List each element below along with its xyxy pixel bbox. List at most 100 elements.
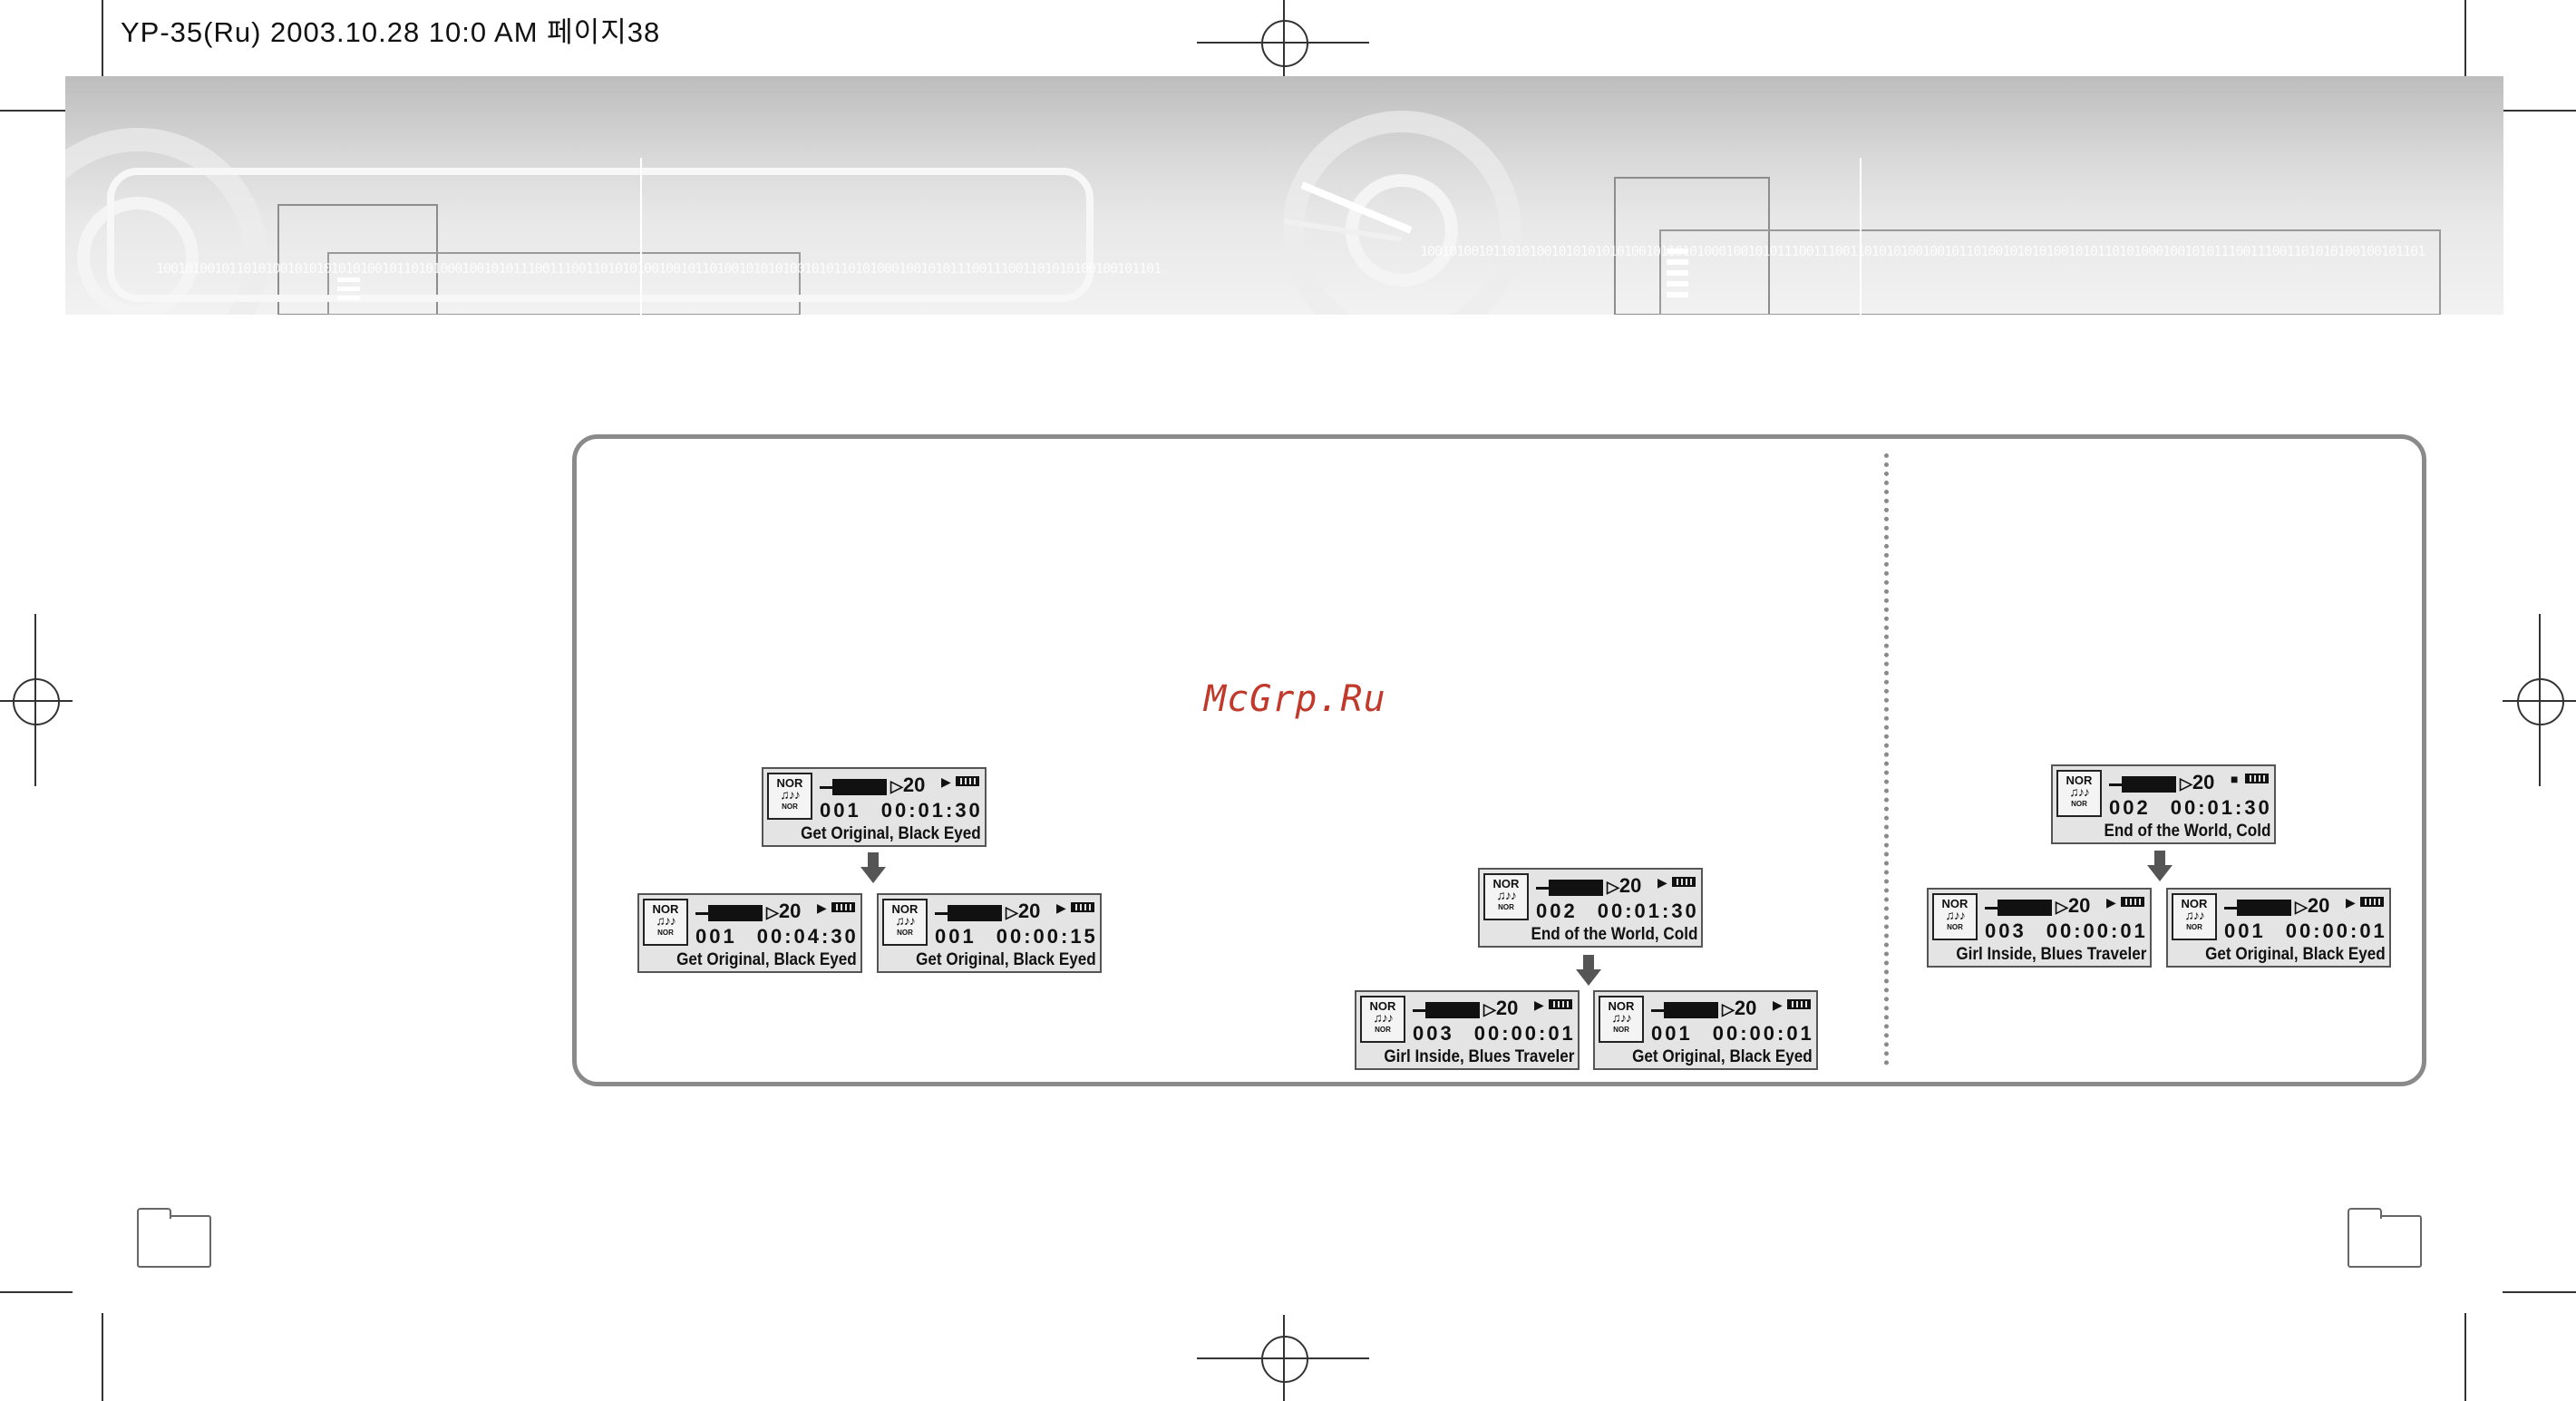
- crop-mark: [0, 1291, 73, 1293]
- music-notes-icon: ♫♪♪: [1373, 1010, 1394, 1025]
- volume-value: 20: [2192, 771, 2215, 793]
- elapsed-time: 00:00:01: [2285, 919, 2387, 942]
- eq-mode-sub: NOR: [1613, 1026, 1629, 1034]
- track-title: End of the World, Cold: [1531, 925, 1697, 944]
- progress-bar: [948, 905, 1002, 921]
- registration-mark: [13, 678, 60, 725]
- registration-mark: [1261, 20, 1308, 67]
- volume-value: 20: [1017, 900, 1041, 922]
- track-number: 003: [1985, 919, 2027, 942]
- play-icon: ▶: [817, 900, 827, 915]
- track-title: Get Original, Black Eyed: [2205, 945, 2386, 964]
- battery-icon: [2360, 897, 2384, 907]
- progress-bar: [2122, 776, 2176, 793]
- track-title: Girl Inside, Blues Traveler: [1955, 945, 2146, 964]
- volume-indicator: ▷20: [2180, 771, 2214, 794]
- battery-icon: [1787, 999, 1811, 1009]
- crop-mark: [102, 1313, 103, 1401]
- track-title: Get Original, Black Eyed: [676, 950, 857, 969]
- progress-dash: [1985, 907, 1998, 910]
- eq-mode-icon: NOR♫♪♪NOR: [1360, 996, 1405, 1043]
- progress-bar: [1664, 1002, 1718, 1018]
- track-number: 002: [2109, 796, 2151, 819]
- track-time: 001 00:00:01: [1651, 1022, 1814, 1046]
- track-number: 001: [695, 925, 737, 948]
- track-time: 001 00:01:30: [820, 799, 983, 822]
- crop-mark: [102, 0, 103, 83]
- elapsed-time: 00:01:30: [880, 799, 983, 822]
- eq-mode-icon: NOR♫♪♪NOR: [882, 899, 928, 946]
- speaker-icon: ▷: [766, 903, 779, 921]
- track-number: 002: [1536, 900, 1578, 922]
- eq-mode-label: NOR: [776, 776, 803, 790]
- elapsed-time: 00:00:01: [1712, 1022, 1814, 1045]
- speaker-icon: ▷: [1483, 1000, 1496, 1018]
- volume-indicator: ▷20: [2056, 894, 2090, 918]
- music-notes-icon: ♫♪♪: [1611, 1010, 1632, 1025]
- eq-mode-icon: NOR♫♪♪NOR: [1932, 893, 1978, 940]
- music-notes-icon: ♫♪♪: [2069, 784, 2090, 799]
- volume-indicator: ▷20: [1722, 997, 1756, 1020]
- eq-mode-sub: NOR: [657, 929, 674, 937]
- speaker-icon: ▷: [1006, 903, 1018, 921]
- down-arrow-icon: [1576, 955, 1601, 986]
- stop-icon: ■: [2231, 772, 2239, 786]
- progress-bar: [1998, 900, 2052, 916]
- elapsed-time: 00:00:15: [996, 925, 1098, 948]
- speaker-icon: ▷: [890, 777, 903, 795]
- eq-mode-sub: NOR: [2186, 923, 2202, 931]
- banner-graphic: [65, 128, 1094, 315]
- speaker-icon: ▷: [2056, 898, 2068, 916]
- eq-mode-icon: NOR♫♪♪NOR: [643, 899, 688, 946]
- battery-icon: [1071, 902, 1094, 912]
- track-title: Get Original, Black Eyed: [1632, 1047, 1813, 1066]
- eq-mode-sub: NOR: [1375, 1026, 1391, 1034]
- battery-icon: [956, 776, 979, 786]
- elapsed-time: 00:00:01: [1473, 1022, 1576, 1045]
- volume-indicator: ▷20: [1006, 900, 1040, 923]
- eq-mode-label: NOR: [891, 902, 919, 916]
- track-title: Get Original, Black Eyed: [801, 824, 981, 843]
- battery-icon: [1549, 999, 1572, 1009]
- progress-bar: [1425, 1002, 1480, 1018]
- content-frame: [572, 434, 2426, 1086]
- volume-indicator: ▷20: [1607, 874, 1641, 898]
- play-icon: ▶: [2106, 895, 2116, 910]
- music-notes-icon: ♫♪♪: [2184, 908, 2205, 922]
- music-notes-icon: ♫♪♪: [656, 913, 676, 928]
- track-number: 001: [820, 799, 861, 822]
- speaker-icon: ▷: [2295, 898, 2308, 916]
- eq-mode-sub: NOR: [2071, 800, 2087, 808]
- crop-mark: [2464, 0, 2466, 83]
- track-number: 001: [1651, 1022, 1693, 1045]
- banner-graphic: [1284, 111, 2441, 315]
- down-arrow-icon: [860, 852, 886, 883]
- play-icon: ▶: [2346, 895, 2356, 910]
- crop-mark: [2503, 110, 2576, 112]
- progress-dash: [1651, 1009, 1664, 1012]
- eq-mode-label: NOR: [2066, 773, 2093, 787]
- eq-mode-icon: NOR♫♪♪NOR: [1599, 996, 1644, 1043]
- progress-dash: [1536, 887, 1549, 890]
- eq-mode-icon: NOR♫♪♪NOR: [2172, 893, 2217, 940]
- header-banner-left: 1001010010110101001010101010100101101010…: [65, 76, 1284, 315]
- play-icon: ▶: [1534, 997, 1544, 1012]
- music-notes-icon: ♫♪♪: [1945, 908, 1966, 922]
- play-icon: ▶: [1773, 997, 1783, 1012]
- track-number: 001: [935, 925, 977, 948]
- print-header: YP-35(Ru) 2003.10.28 10:0 AM 페이지38: [121, 16, 661, 48]
- eq-mode-label: NOR: [2181, 897, 2208, 910]
- volume-indicator: ▷20: [2295, 894, 2329, 918]
